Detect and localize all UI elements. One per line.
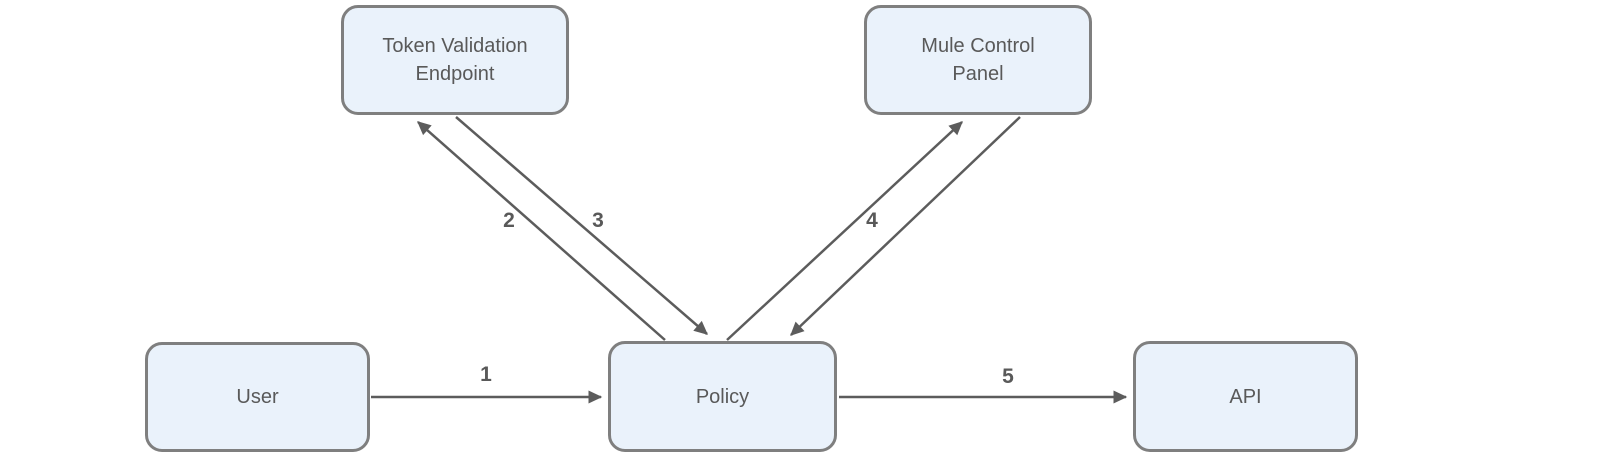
arrow-mule-control-panel-to-policy: [790, 116, 1021, 336]
edge-label-step-3: 3: [592, 209, 604, 232]
edge-label-step-5: 5: [1002, 365, 1014, 388]
node-api-label: API: [1229, 385, 1262, 408]
node-user: User: [145, 342, 370, 452]
arrow-policy-to-mule-control-panel: [726, 121, 963, 341]
node-token-validation-endpoint: Token Validation Endpoint: [341, 5, 569, 115]
arrow-policy-to-token-validation-endpoint: [417, 121, 666, 341]
node-mule-control-panel: Mule Control Panel: [864, 5, 1092, 115]
node-policy-label: Policy: [695, 385, 750, 408]
node-token-validation-endpoint-label: Token Validation Endpoint: [382, 35, 528, 85]
edge-label-step-4: 4: [866, 209, 878, 232]
node-mule-control-panel-label: Mule Control Panel: [921, 35, 1035, 85]
arrow-token-validation-endpoint-to-policy: [455, 116, 708, 335]
edge-label-step-1: 1: [480, 363, 492, 386]
node-api: API: [1133, 341, 1358, 452]
node-policy: Policy: [608, 341, 837, 452]
node-user-label: User: [236, 386, 279, 408]
edge-label-step-2: 2: [503, 209, 515, 232]
